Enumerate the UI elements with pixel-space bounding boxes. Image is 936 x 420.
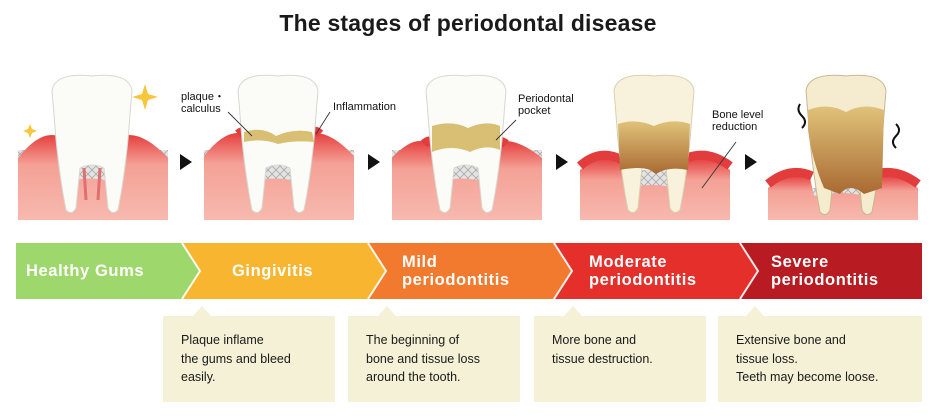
tooth-gingivitis [204,74,354,220]
stage-gingivitis: Gingivitis [232,262,314,280]
arrow-right-icon [556,154,568,170]
tooth-moderate [576,74,733,220]
callout-pocket: Periodontal pocket [518,93,574,117]
callout-inflammation: Inflammation [333,101,396,113]
stage-band: Healthy Gums Gingivitis Mild periodontit… [16,243,922,299]
stage-gingivitis-bg [182,243,386,299]
tooth-mild [392,74,542,220]
stage-moderate: Moderate periodontitis [589,253,697,289]
page-title: The stages of periodontal disease [279,10,657,36]
stage-chevrons [16,243,922,299]
arrow-right-icon [368,154,380,170]
wobble-icon [797,103,900,149]
note-mild: The beginning of bone and tissue loss ar… [348,306,520,402]
note-moderate: More bone and tissue destruction. [534,306,706,402]
callout-lines [227,111,737,189]
tooth-severe [765,74,921,220]
stage-healthy-bg [16,243,200,299]
stage-severe-bg [740,243,922,299]
callout-plaque: plaque・ calculus [181,91,226,115]
note-gingivitis: Plaque inflame the gums and bleed easily… [163,306,335,402]
note-severe: Extensive bone and tissue loss. Teeth ma… [718,306,922,402]
tooth-illustrations [18,74,921,220]
arrow-right-icon [180,154,192,170]
callout-bone: Bone level reduction [712,109,764,133]
stage-moderate-bg [554,243,758,299]
sparkle-icon [23,84,158,138]
stage-mild: Mild periodontitis [402,253,510,289]
tooth-healthy [18,74,168,220]
stage-severe: Severe periodontitis [771,253,879,289]
stage-mild-bg [368,243,572,299]
stage-healthy: Healthy Gums [26,262,145,280]
arrow-right-icon [745,154,757,170]
